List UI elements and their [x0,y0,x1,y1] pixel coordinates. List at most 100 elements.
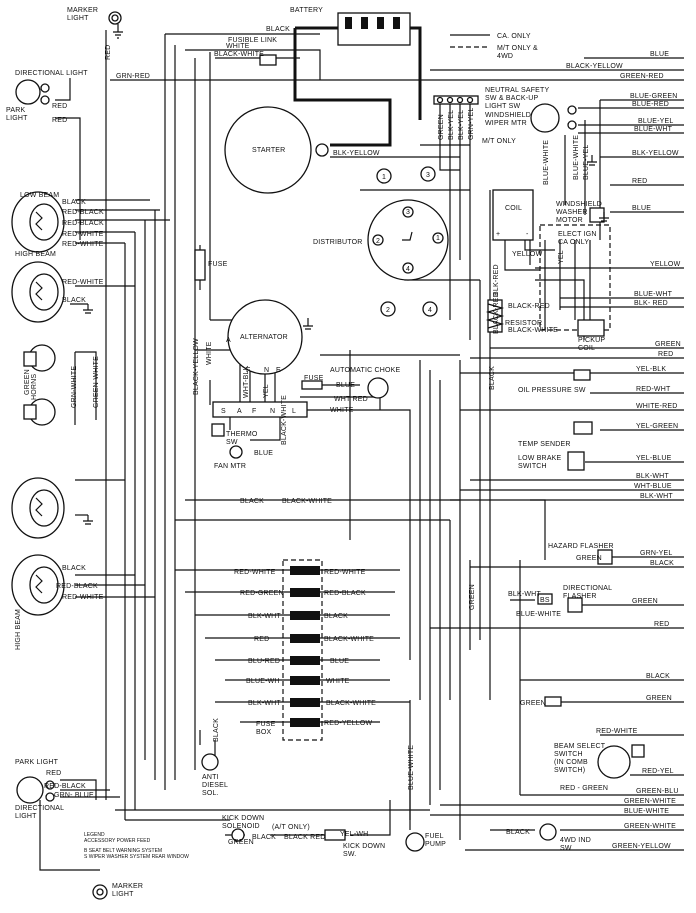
wire-right-20: BLK-WHT [636,473,669,480]
distributor [367,199,449,281]
wire-grn-white-h: GRN-WHITE [71,366,78,408]
wire-white-alt: WHITE [206,341,213,365]
wire-fb-l7: BLK-WHT [248,700,281,707]
kick-down [231,828,346,842]
terminal-cyl-3: 3 [426,172,430,179]
wire-white-top: WHITE [226,43,250,50]
wire-blue-th: BLUE [254,450,273,457]
label-directional-light-top: DIRECTIONAL LIGHT [15,70,88,77]
wire-wht-blk: WHT-BLK [243,365,250,398]
terminal-reg-a: A [237,408,242,415]
wire-red-a: RED [52,103,67,110]
wire-black-box: BLACK [240,498,264,505]
wire-right-16: RED-WHT [636,386,671,393]
cylinder-marks [376,166,438,317]
wire-right-22: BLK-WHT [640,493,673,500]
lamp-mid [11,477,65,539]
wire-black-white-top: BLACK-WHITE [214,51,264,58]
label-oil-pressure: OIL PRESSURE SW [518,387,586,394]
label-legend-b: B SEAT BELT WARNING SYSTEM [84,848,162,854]
terminal-reg-l: L [292,408,296,415]
wire-fb-r4: BLACK-WHITE [324,636,374,643]
wire-right-2: GREEN-RED [620,73,664,80]
wire-right-30: RED-YEL [642,768,674,775]
wire-fb-l6: BLUE-WH [246,678,280,685]
wire-black-red-vert: BLACK-RED [493,292,500,334]
4wd-ind-switch [539,823,557,841]
wire-labels: GRN-RED RED RED BLACK RED-BLACK RED-BLAC… [24,26,608,846]
terminal-cyl-1: 1 [382,174,386,181]
wire-green-ns: GREEN [438,114,445,140]
wire-right-31: GREEN-BLU [636,788,679,795]
wire-grn-red: GRN-RED [116,73,150,80]
label-fusible-link: FUSIBLE LINK [228,37,277,44]
wire-fb-l4: RED [254,636,269,643]
wire-green-white-h: GREEN-WHITE [93,356,100,408]
label-high-beam-top: HIGH BEAM [15,251,56,258]
label-temp-sender: TEMP SENDER [518,441,571,448]
terminal-minus: - [526,231,529,238]
directional-flasher [537,593,583,613]
wire-yel: YEL [263,384,270,398]
wire-black-white-res: BLACK-WHITE [508,327,558,334]
wire-right-11: BLUE-WHT [634,291,673,298]
wire-black-white-box: BLACK-WHITE [282,498,332,505]
inline-connector [544,696,562,707]
fuse-inline [194,249,206,281]
wire-blk-yel-ns2: BLK-YEL [458,110,465,140]
wire-wht-red: WHT RED [334,396,368,403]
wire-right-9: BLUE [632,205,651,212]
wire-right-24: BLACK [650,560,674,567]
wire-right-28: GREEN [646,695,672,702]
wire-blue-choke: BLUE [336,382,355,389]
terminal-alt-a: A [226,337,231,344]
label-fuse-mid: FUSE [208,261,228,268]
wire-right-10: YELLOW [650,261,681,268]
wire-black-white-th: BLACK-WHITE [281,395,288,445]
terminal-reg-n: N [270,408,275,415]
wire-grn-yel-ns: GRN-YEL [468,107,475,140]
wire-red-white-lb2: RED-WHITE [62,241,104,248]
wire-right-25: GREEN [632,598,658,605]
wire-yel-coil2: YEL [558,250,565,264]
wire-right-21: WHT-BLUE [634,483,672,490]
label-coil: COIL [505,205,522,212]
wire-fb-r3: BLACK [324,613,348,620]
wire-fb-r5: BLUE [330,658,349,665]
wire-blue-yel-wiper: BLUE-YEL [583,145,590,180]
neutral-safety-switch [433,95,479,105]
terminal-dist-2: 2 [376,238,380,245]
label-alternator: ALTERNATOR [240,334,288,341]
wire-fb-l3: BLK-WHT [248,613,281,620]
wire-right-0: BLUE [650,51,669,58]
label-high-beam-bottom: HIGH BEAM [15,609,22,650]
wire-red-black-lb2: RED-BLACK [62,220,104,227]
terminal-dist-1: 1 [436,235,440,242]
wire-right-7: BLK-YELLOW [632,150,679,157]
wire-red-white-lb: RED-WHITE [62,231,104,238]
label-hazard-flasher: HAZARD FLASHER [548,543,614,550]
beam-select-switch [597,744,645,779]
label-park-light-bottom: PARK LIGHT [15,759,59,766]
wire-green-mid: GREEN [520,700,546,707]
wire-blk-wht-df: BLK-WHT [508,591,541,598]
ground-symbols [83,24,609,525]
wire-right-4: BLUE-RED [632,101,669,108]
wire-right-18: YEL-GREEN [636,423,678,430]
wire-grn-blue-pl: GRN- BLUE [54,792,94,799]
wire-black-top: BLACK [266,26,290,33]
hazard-flasher [597,549,613,565]
